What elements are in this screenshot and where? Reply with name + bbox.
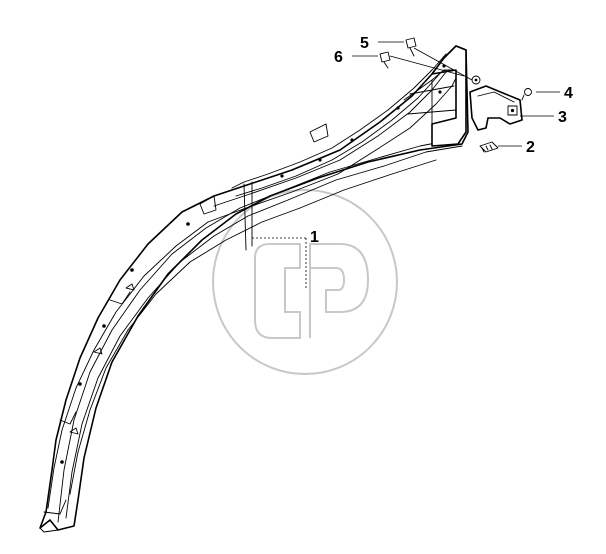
callout-4: 4	[564, 85, 573, 102]
callout-1: 1	[310, 229, 319, 246]
bolt-part-upper	[405, 37, 417, 57]
clip-fastener	[479, 141, 499, 153]
callout-6: 6	[334, 49, 343, 66]
watermark-logo	[212, 189, 398, 375]
washer-part	[471, 75, 481, 85]
callout-5: 5	[360, 35, 369, 52]
callout-3: 3	[558, 109, 567, 126]
callout-labels: 1 2 3 4 5 6	[310, 35, 573, 246]
callout-2: 2	[526, 139, 535, 156]
bolt-part-lower	[379, 51, 391, 69]
screw-part	[521, 88, 532, 101]
wheel-arch-part	[39, 45, 469, 533]
leader-lines	[252, 41, 560, 290]
bracket-part	[469, 85, 523, 131]
